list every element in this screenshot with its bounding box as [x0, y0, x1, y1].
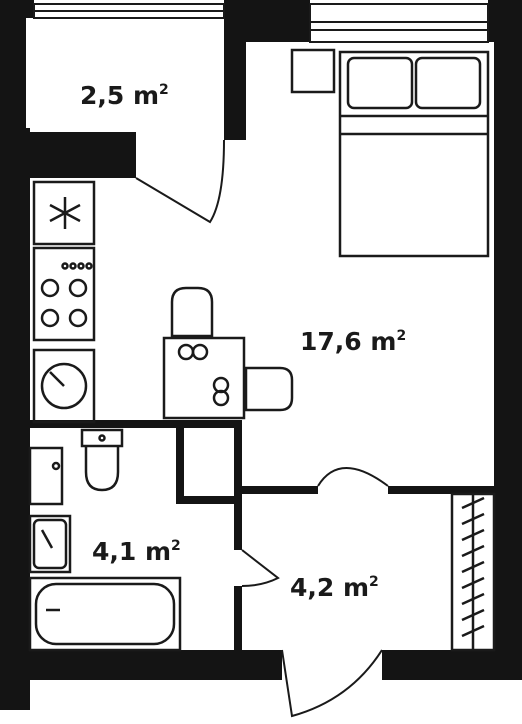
bathtub-icon	[28, 576, 182, 652]
fridge-icon	[32, 180, 96, 246]
table-icon	[162, 336, 246, 420]
stove-icon	[32, 246, 96, 342]
door-icon	[135, 139, 225, 224]
room-area-bathroom: 4,1 m2	[92, 537, 181, 566]
toilet-icon	[80, 428, 124, 492]
wardrobe-icon	[450, 492, 496, 652]
room-area-living: 17,6 m2	[300, 327, 406, 356]
window-icon	[33, 3, 489, 43]
door-icon	[241, 549, 280, 587]
chair-icon	[244, 366, 294, 412]
room-area-loggia: 2,5 m2	[80, 81, 169, 110]
room-area-hallway: 4,2 m2	[290, 573, 379, 602]
nightstand-icon	[290, 48, 336, 94]
washing-machine-icon	[28, 446, 64, 506]
bed-icon	[338, 50, 490, 258]
chair-icon	[170, 286, 214, 338]
door-icon	[317, 467, 389, 487]
washbasin-icon	[28, 514, 72, 574]
door-icon	[281, 649, 383, 718]
sink-icon	[32, 348, 96, 424]
